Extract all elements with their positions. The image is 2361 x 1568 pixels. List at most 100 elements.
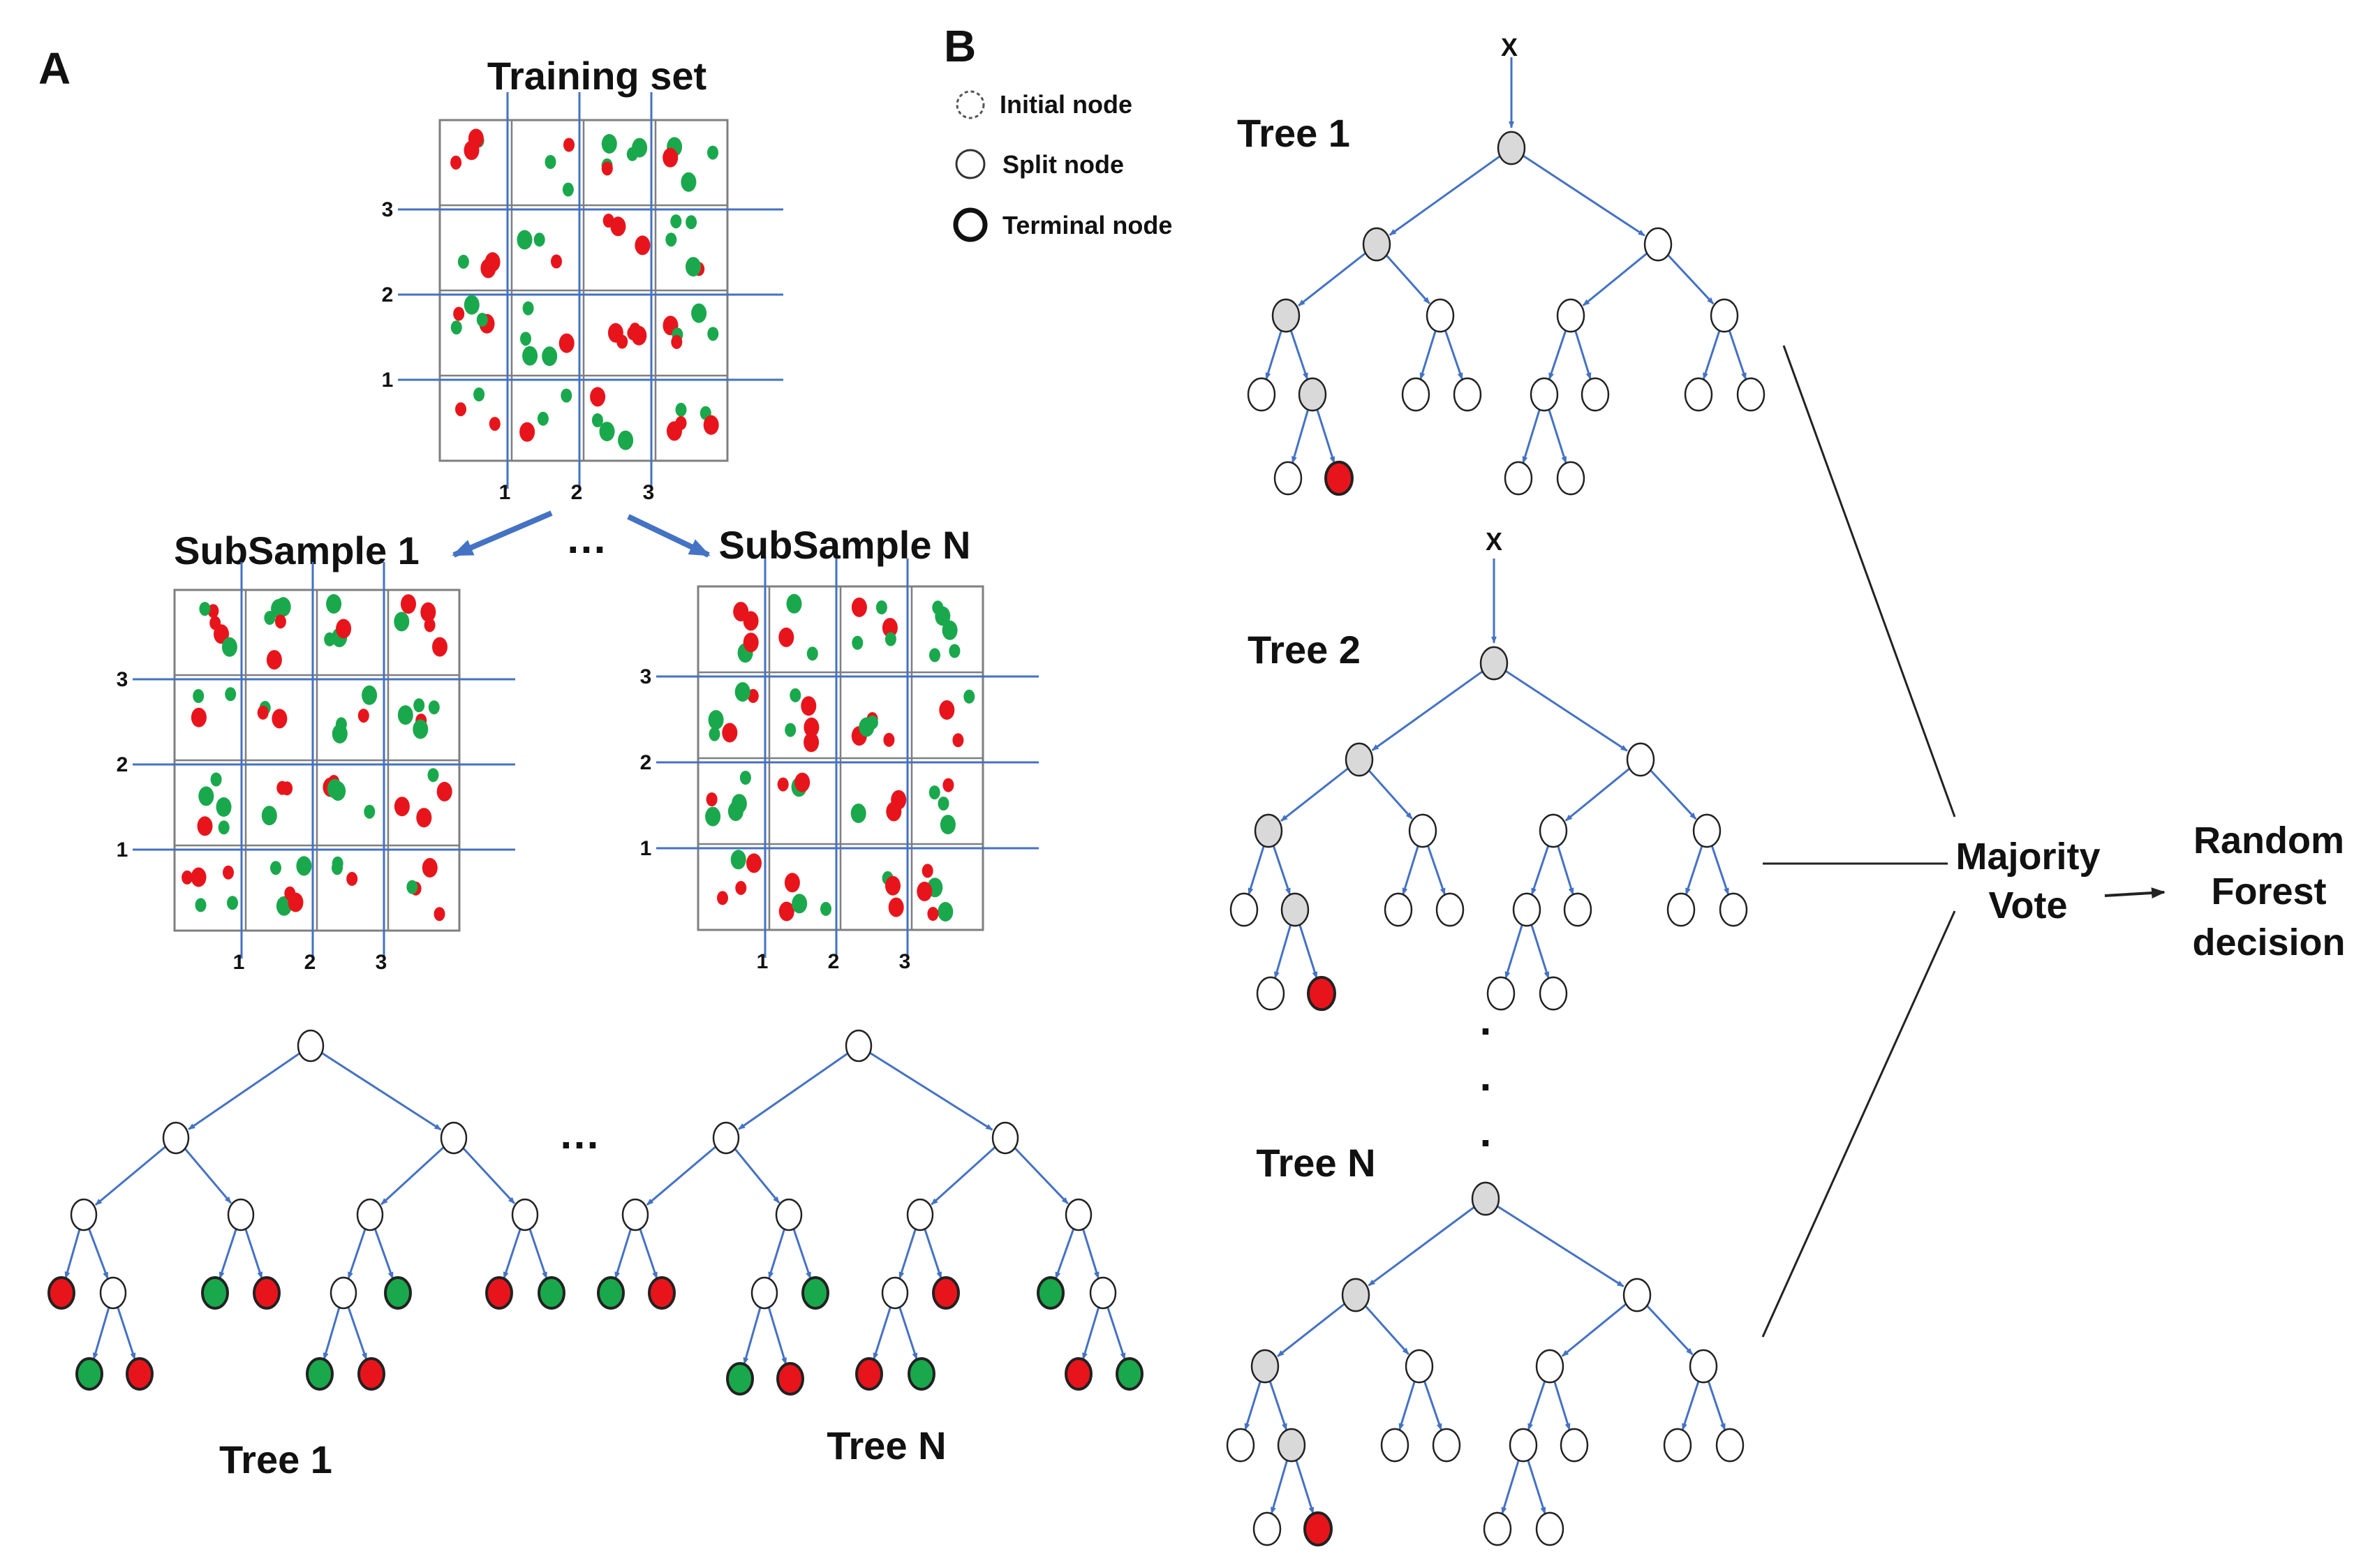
sample-point [942, 620, 958, 640]
tree-edge [188, 1053, 300, 1130]
panel-a-tree-n-label: Tree N [827, 1423, 946, 1467]
vertical-dot-2: . [1480, 1053, 1492, 1100]
tree-node [356, 1198, 384, 1232]
sample-point [332, 856, 343, 871]
sample-point [886, 801, 902, 822]
sample-point [705, 806, 721, 827]
sample-point [875, 600, 887, 614]
tree-node [1560, 1428, 1589, 1463]
sample-point [785, 723, 797, 737]
legend-terminal: Terminal node [1002, 211, 1172, 239]
tree-edge [1650, 769, 1697, 820]
tree-node [1471, 1181, 1500, 1216]
sample-point [730, 850, 746, 870]
sample-point [427, 768, 439, 783]
tree-edge [1368, 1206, 1474, 1287]
sample-point [558, 333, 575, 353]
sample-point [743, 633, 759, 653]
tree-node [1719, 892, 1748, 927]
sample-point [207, 604, 219, 619]
sample-point [413, 698, 425, 713]
sample-point [852, 635, 864, 650]
tree-node [1280, 892, 1310, 927]
sample-point [197, 816, 213, 836]
tree-node [1622, 1278, 1652, 1312]
tree-node [1432, 1428, 1461, 1463]
sample-point [734, 682, 750, 702]
sample-point [784, 873, 800, 893]
tree-edge [1548, 329, 1567, 380]
sample-point [940, 815, 956, 835]
tree-node [1736, 377, 1766, 412]
sample-point [455, 402, 466, 417]
sample-point [882, 618, 898, 638]
panel-b-tree-2 [1229, 559, 1748, 1012]
axis-tick-label: 3 [640, 665, 652, 688]
sample-point [804, 732, 820, 753]
tree-edge [1298, 252, 1366, 306]
tree-node [1539, 813, 1568, 848]
tree-edge [768, 1227, 786, 1279]
tree-node [75, 1357, 103, 1391]
sample-point [850, 804, 866, 823]
sample-point [743, 611, 759, 631]
sample-point [227, 896, 238, 910]
tree-node [1408, 813, 1437, 848]
tree-edge [87, 1227, 109, 1280]
sample-point [866, 715, 878, 730]
tree-edge [1244, 1380, 1262, 1430]
tree-edge [1426, 844, 1446, 896]
sample-point [665, 232, 677, 247]
panel-b-tree-2-label: Tree 2 [1248, 628, 1361, 672]
tree-node [253, 1276, 281, 1310]
majority-vote-line-2: Vote [1988, 885, 2067, 926]
sample-point [885, 632, 896, 646]
tree-node [1324, 460, 1354, 496]
sample-point [489, 417, 501, 431]
tree-edge [1291, 408, 1310, 464]
tree-edge [1561, 1303, 1627, 1357]
tree-node [1380, 1428, 1409, 1463]
sample-point [670, 214, 682, 229]
tree-node [1497, 131, 1526, 165]
tree-node [1535, 1349, 1564, 1384]
tree-edge [1385, 254, 1430, 304]
tree-node [1303, 1511, 1333, 1547]
sample-point [635, 235, 651, 256]
sample-point [691, 303, 707, 323]
sample-point [616, 334, 628, 349]
tree-node [1277, 1428, 1306, 1463]
tree-edge [1106, 1306, 1126, 1361]
sample-point [599, 422, 615, 442]
sample-point [722, 723, 738, 743]
axis-tick-label: 3 [899, 950, 911, 973]
sample-point [216, 797, 232, 817]
sample-point [929, 648, 940, 663]
sample-point [261, 806, 277, 826]
sample-point [436, 781, 452, 801]
tree-edge [1646, 1305, 1694, 1356]
majority-vote-line-1: Majority [1955, 836, 2100, 878]
axis-tick-label: 2 [571, 481, 583, 504]
tree-node [1539, 976, 1568, 1011]
sample-point [707, 327, 719, 341]
sample-point [199, 602, 211, 616]
sample-point [601, 134, 617, 154]
tree-edge [1054, 1227, 1075, 1280]
tree-edge [1248, 844, 1266, 895]
sample-point [709, 727, 720, 741]
tree-edge [323, 1306, 341, 1360]
tree-node [201, 1276, 229, 1310]
sample-point [522, 346, 538, 366]
tree-edge [1667, 254, 1715, 305]
tree-edge [1280, 767, 1349, 822]
tree-edge [1364, 1305, 1409, 1355]
sample-point [917, 881, 933, 901]
sample-point [264, 611, 276, 625]
ellipsis-subsamples: … [565, 515, 607, 562]
panel-label-a: A [38, 43, 71, 94]
tree-edge [931, 1146, 996, 1206]
tree-edge [1081, 1306, 1100, 1360]
tree-node [1116, 1357, 1144, 1391]
